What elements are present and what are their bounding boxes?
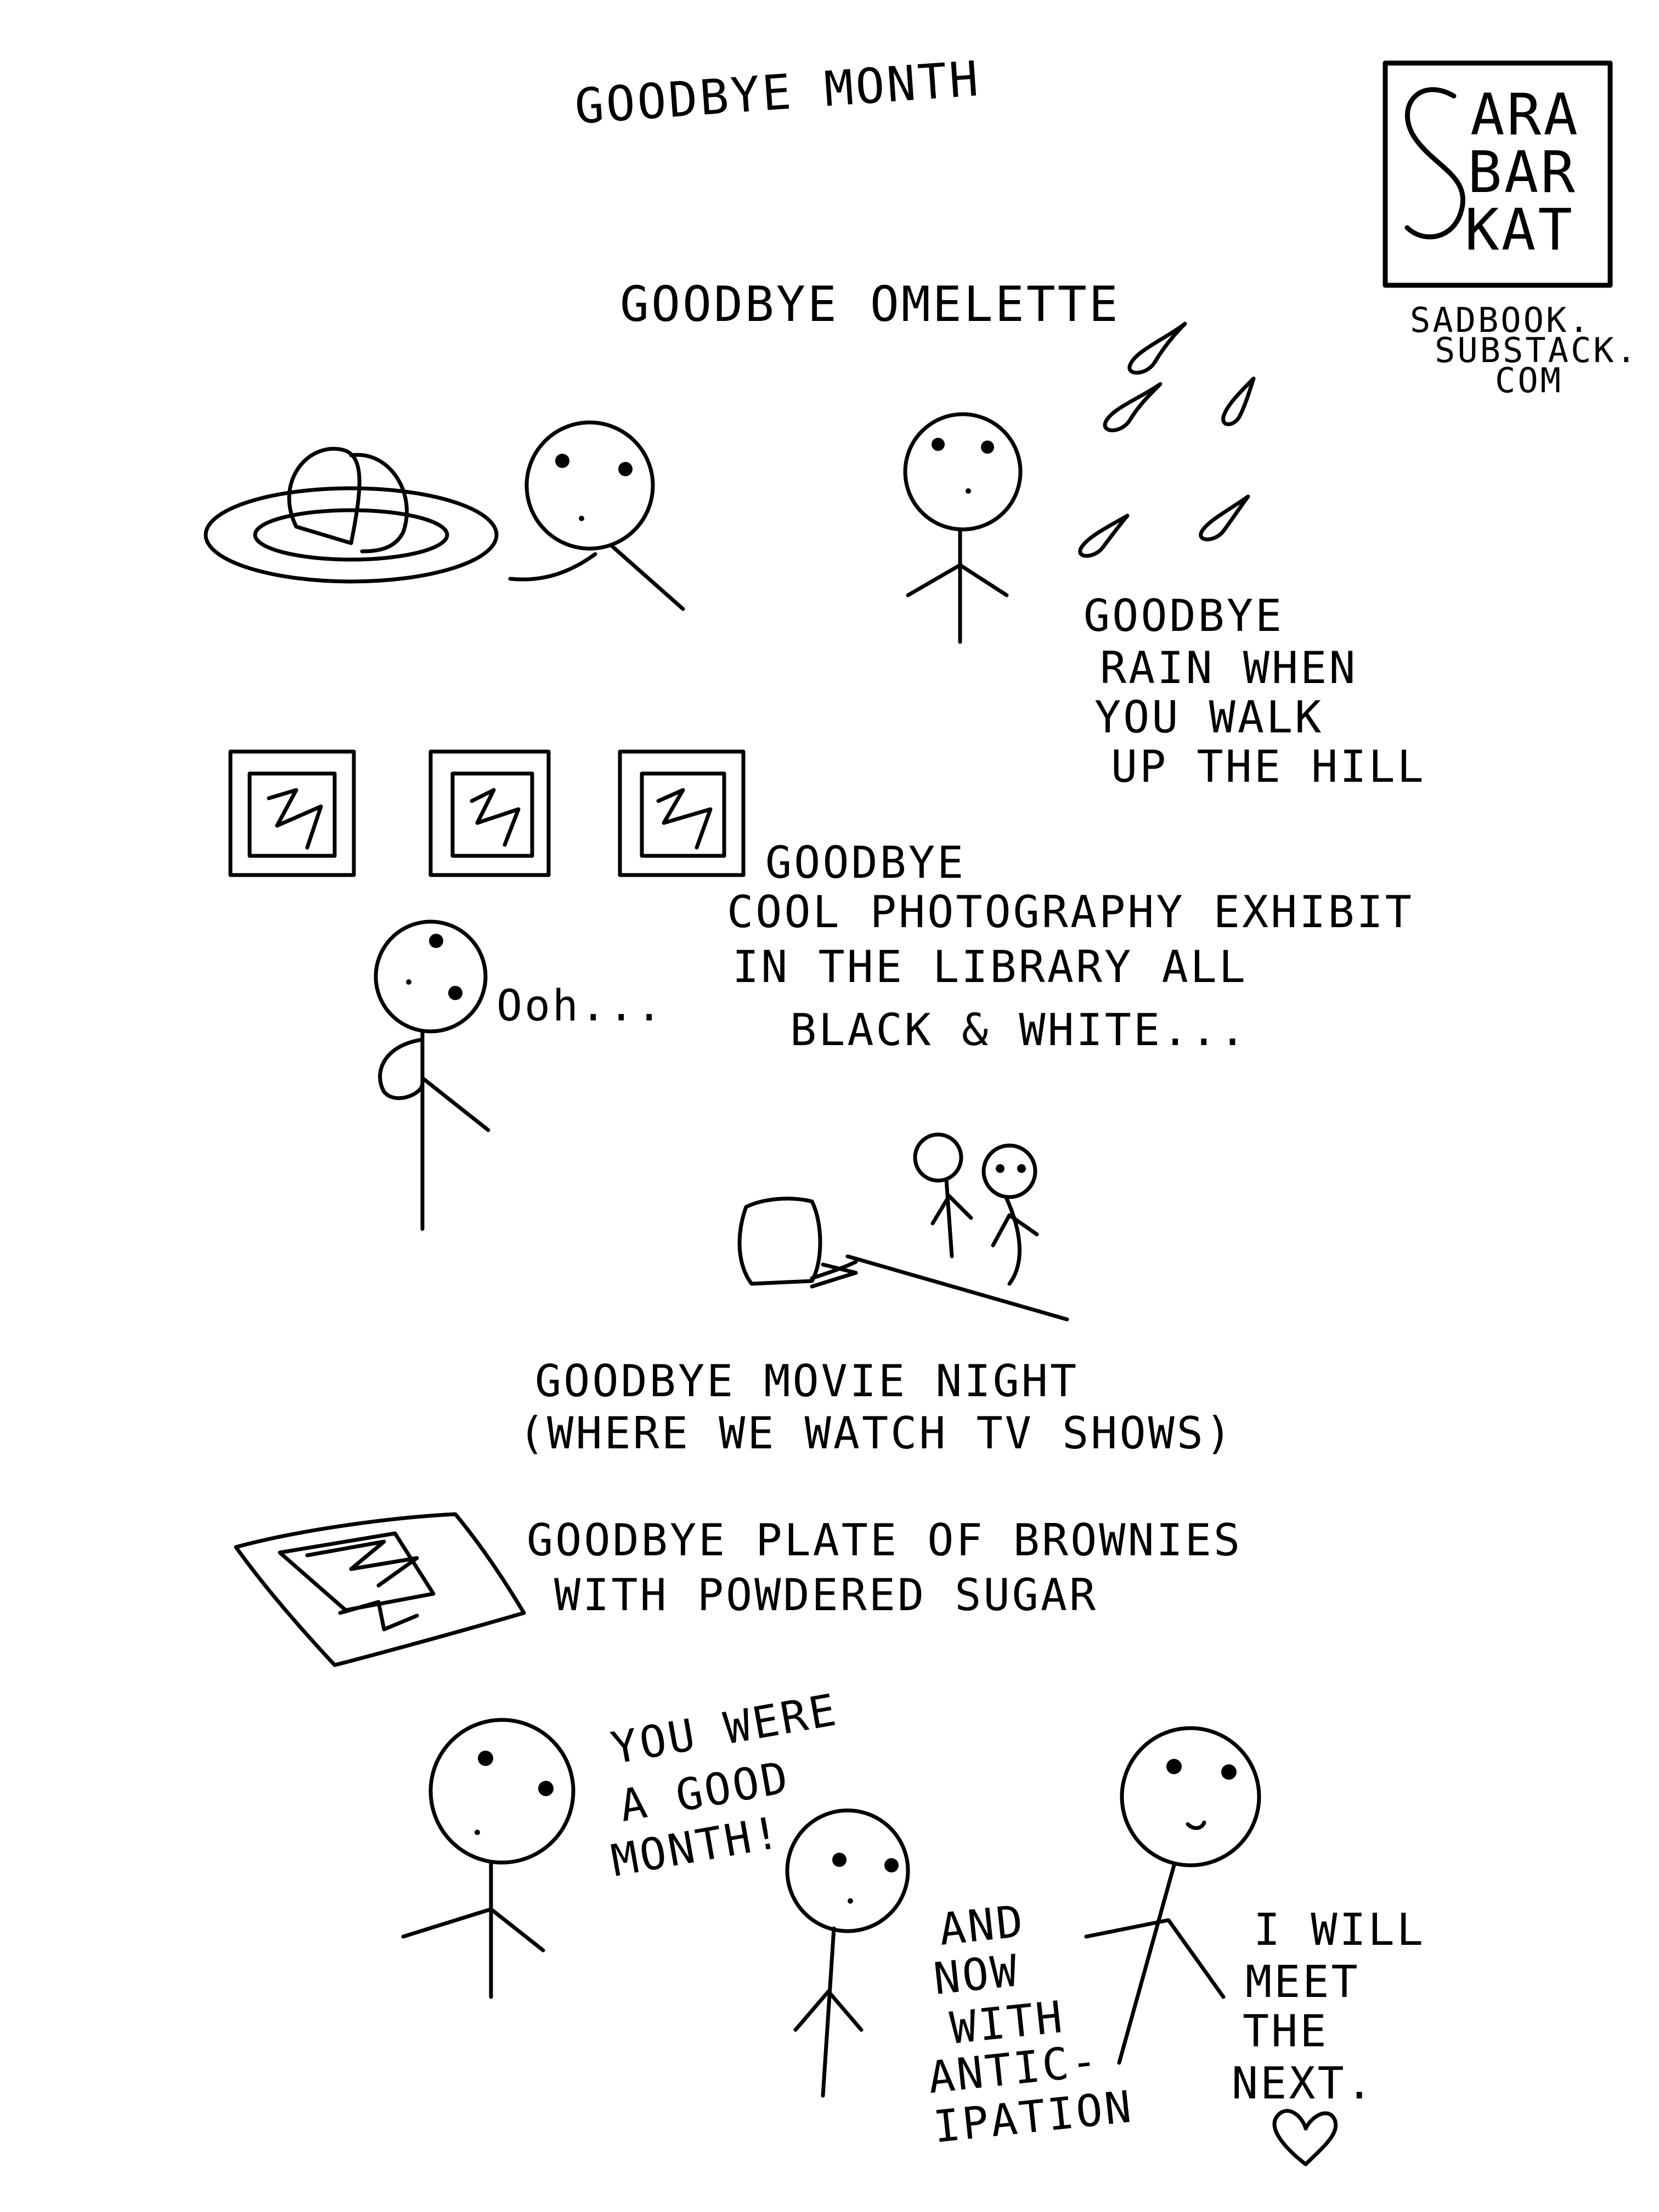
exhibit-line-4: BLACK & WHITE...: [790, 1005, 1248, 1056]
brownies-line-1: GOODBYE PLATE OF BROWNIES: [527, 1515, 1242, 1566]
exhibit-speech: Ooh...: [496, 981, 664, 1031]
stick-figure-small: [785, 1808, 910, 2098]
url-line-2: SUBSTACK.: [1435, 330, 1639, 370]
stick-figure-viewer-left: [913, 1132, 973, 1259]
farewell-speech-2-line-1: AND: [936, 1895, 1027, 1955]
farewell-speech-3-line-2: MEET: [1245, 1956, 1360, 2007]
movie-line-2: (WHERE WE WATCH TV SHOWS): [518, 1408, 1234, 1459]
stick-figure-viewer-right: [981, 1143, 1039, 1286]
farewell-speech-1-line-1: YOU WERE: [607, 1684, 842, 1774]
logo-line-2: BAR: [1468, 139, 1577, 206]
farewell-speech-2-line-3: WITH: [947, 1991, 1066, 2054]
omelette-caption: GOODBYE OMELETTE: [620, 276, 1120, 332]
heart-icon: [1272, 2109, 1338, 2166]
comic-title: GOODBYE MONTH: [573, 50, 982, 135]
brownies-line-2: WITH POWDERED SUGAR: [554, 1570, 1098, 1621]
stick-figure-admiring: [374, 919, 490, 1231]
farewell-speech-2-line-2: NOW: [931, 1945, 1022, 2005]
farewell-speech-3-line-4: NEXT.: [1232, 2058, 1375, 2109]
exhibit-line-3: IN THE LIBRARY ALL: [732, 941, 1248, 992]
raindrops-icon: [1078, 321, 1256, 558]
url-line-1: SADBOOK.: [1410, 300, 1592, 340]
rain-line-1: GOODBYE: [1084, 590, 1284, 641]
framed-photo-icon: [228, 749, 356, 877]
rain-line-2: RAIN WHEN: [1100, 642, 1357, 693]
logo-line-3: KAT: [1465, 196, 1575, 263]
stick-figure-in-rain: [903, 412, 1023, 644]
laptop-icon: [737, 1197, 1069, 1322]
exhibit-line-2: COOL PHOTOGRAPHY EXHIBIT: [727, 887, 1414, 938]
artist-logo: ARA BAR KAT: [1383, 60, 1613, 288]
framed-photo-icon: [618, 749, 746, 877]
omelette-plate-icon: [204, 447, 499, 584]
movie-line-1: GOODBYE MOVIE NIGHT: [535, 1356, 1079, 1407]
rain-line-4: UP THE HILL: [1111, 741, 1426, 792]
exhibit-line-1: GOODBYE: [765, 837, 966, 888]
framed-photo-icon: [428, 749, 551, 877]
brownie-plate-icon: [234, 1512, 526, 1667]
farewell-speech-3-line-3: THE: [1243, 2006, 1329, 2057]
stick-figure-hopeful: [1084, 1726, 1261, 2065]
logo-line-1: ARA: [1470, 81, 1580, 148]
rain-line-3: YOU WALK: [1094, 692, 1323, 743]
farewell-speech-3-line-1: I WILL: [1254, 1904, 1425, 1955]
stick-figure-reaching: [508, 420, 685, 611]
stick-figure-speaking: [401, 1718, 575, 1999]
url-line-3: COM: [1495, 360, 1563, 400]
